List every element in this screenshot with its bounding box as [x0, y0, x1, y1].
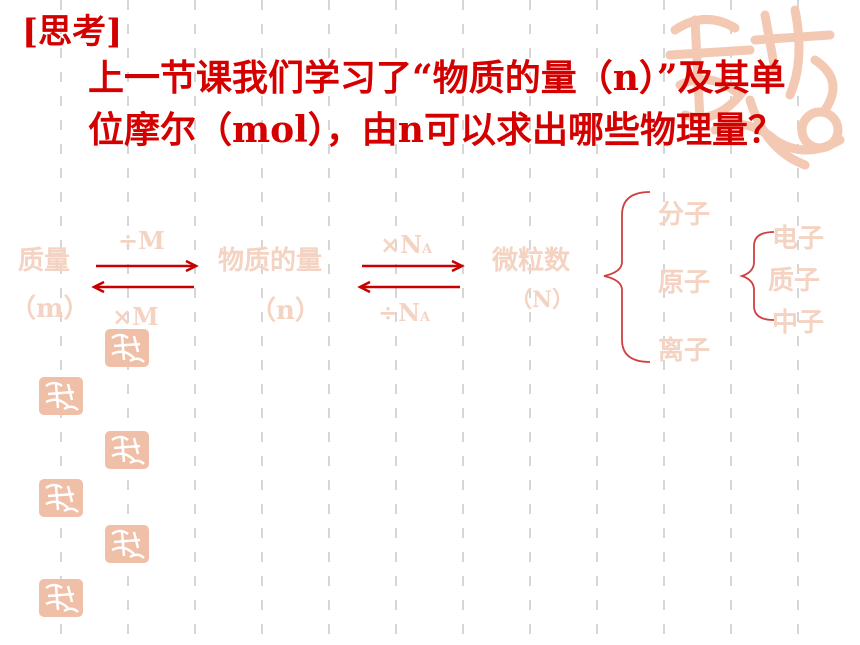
- arrowhead-left-icon: [357, 280, 371, 294]
- subatomic-electron: 电子: [772, 224, 825, 254]
- left-brace-particles-icon: [603, 191, 651, 363]
- arrowhead-left-icon: [91, 280, 105, 294]
- small-seal-stamp-icon: [39, 479, 83, 517]
- subatomic-neutron: 中子: [772, 308, 825, 338]
- amount-of-substance-label: 物质的量: [218, 246, 323, 276]
- divide-by-molar-mass-label: ÷M: [118, 226, 165, 255]
- amount-symbol: （n）: [250, 296, 321, 326]
- arrowhead-right-icon: [185, 259, 199, 273]
- particle-count-label: 微粒数: [492, 246, 571, 276]
- multiply-by-molar-mass-label: ×M: [112, 302, 159, 331]
- arrowhead-right-icon: [451, 259, 465, 273]
- multiply-by-avogadro-label: ×NA: [380, 230, 433, 259]
- particle-atom: 原子: [658, 268, 711, 298]
- slide-heading: [思考]: [22, 12, 123, 52]
- divide-by-avogadro-label: ÷NA: [378, 298, 431, 327]
- small-seal-stamp-icon: [39, 579, 83, 617]
- auspicious-seal-icon: [665, 5, 845, 170]
- particle-count-symbol: （N）: [510, 287, 575, 313]
- mass-label: 质量: [18, 246, 71, 276]
- small-seal-stamp-icon: [105, 431, 149, 469]
- small-seal-stamp-icon: [105, 329, 149, 367]
- small-seal-stamp-icon: [105, 525, 149, 563]
- mass-symbol: （m）: [10, 294, 90, 324]
- particle-ion: 离子: [658, 336, 711, 366]
- question-text: 上一节课我们学习了“物质的量（n）”及其单位摩尔（mol），由n可以求出哪些物理…: [88, 57, 786, 151]
- particle-molecule: 分子: [658, 200, 711, 230]
- left-brace-subatomic-icon: [739, 231, 775, 321]
- small-seal-stamp-icon: [39, 377, 83, 415]
- subatomic-proton: 质子: [768, 266, 821, 296]
